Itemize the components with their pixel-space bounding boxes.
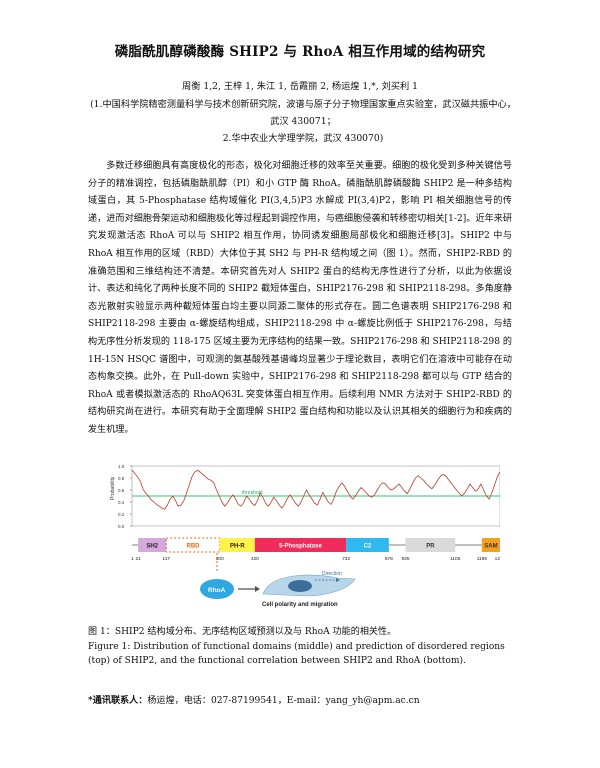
y-tick-label: 0.0 [118,524,125,529]
abstract-body: 多数迁移细胞具有高度极化的形态，极化对细胞迁移的效率至关重要。细胞的极化受到多种… [88,161,512,435]
arrow-head [255,586,260,592]
y-tick-label: 0.4 [118,500,125,505]
residue-tick-label: 21 [135,556,141,562]
domain-label: PH-R [230,544,245,550]
domain-label: RBD [186,544,200,550]
affiliation-2: 2.华中农业大学理学院，武汉 430070) [222,133,384,144]
author-list: 周衡 1,2, 王梓 1, 朱江 1, 岳霞丽 2, 杨运煌 1,*, 刘买利 … [182,81,418,92]
paper-title: 磷脂酰肌醇磷酸酶 SHIP2 与 RhoA 相互作用域的结构研究 [114,44,486,60]
domain-label: C2 [364,544,372,550]
y-tick-label: 0.8 [118,476,125,481]
y-tick-label: 0.2 [118,512,125,517]
nucleus [288,580,312,592]
residue-tick-label: 1196 [477,556,488,562]
domain-label: 5-Phosphatase [279,544,322,550]
domain-label: SH2 [146,544,158,550]
domain-sh2 [138,538,167,552]
threshold-label: threshold [242,490,263,496]
residue-tick-label: 117 [162,556,170,562]
affiliations: (1.中国科学院精密测量科学与技术创新研究院，波谱与原子分子物理国家重点实验室，… [88,96,518,147]
domain-bar: SH2 RBD PH-R 5-Phosphatase C2 PR SAM [132,537,500,553]
contact-label: *通讯联系人： [88,695,148,706]
direction-arrow-head [336,578,340,582]
residue-tick-label: 300 [216,556,224,562]
corresponding-author: *通讯联系人：杨运煌，电话：027-87199541，E-mail：yang_y… [88,692,528,706]
y-tick-label: 0.6 [118,488,125,493]
direction-label: Direction [322,571,342,577]
contact-details: 杨运煌，电话：027-87199541，E-mail：yang_yh@apm.a… [147,696,420,706]
residue-tick-label: 1105 [450,556,461,562]
affiliation-1: (1.中国科学院精密测量科学与技术创新研究院，波谱与原子分子物理国家重点实验室，… [90,99,516,127]
caption-chinese: 图 1：SHIP2 结构域分布、无序结构区域预测以及与 RhoA 功能的相关性。 [88,627,397,637]
residue-tick-label: 878 [385,556,393,562]
domain-c2 [346,538,389,552]
domain-ph-r [219,538,255,552]
rhoa-ellipse [200,579,234,599]
domain-pr [405,538,456,552]
rhoa-label: RhoA [208,587,226,594]
caption-english: Figure 1: Distribution of functional dom… [88,641,505,667]
residue-tick-label: 420 [251,556,259,562]
residue-tick-label: 935 [402,556,410,562]
domain-sam [481,538,500,552]
residue-tick-label: 1258 [495,556,500,562]
disorder-probability-line [131,469,500,510]
figure-1: Probability 1.0 0.8 0.6 0.4 0.2 0.0 threshold… [110,464,500,608]
domain-label: SAM [484,544,497,550]
y-tick-label: 1.0 [118,464,125,469]
domain-label: PR [426,544,435,550]
y-ticks: 1.0 0.8 0.6 0.4 0.2 0.0 [118,464,132,529]
rhoa-schematic: RhoA Direction Cell polarity and migrati… [200,553,356,608]
disorder-chart: Probability 1.0 0.8 0.6 0.4 0.2 0.0 threshold [110,464,500,529]
residue-ticks: 121 117 300 420 732 878 935 1105 1196 1258 [131,556,500,562]
residue-tick-label: 732 [342,556,350,562]
domain-5-phosphatase [254,538,347,552]
figure-caption: 图 1：SHIP2 结构域分布、无序结构区域预测以及与 RhoA 功能的相关性。… [88,625,512,669]
y-axis-label: Probability [110,476,116,500]
residue-tick-label: 1 [131,556,134,562]
polarity-label: Cell polarity and migration [262,602,338,608]
